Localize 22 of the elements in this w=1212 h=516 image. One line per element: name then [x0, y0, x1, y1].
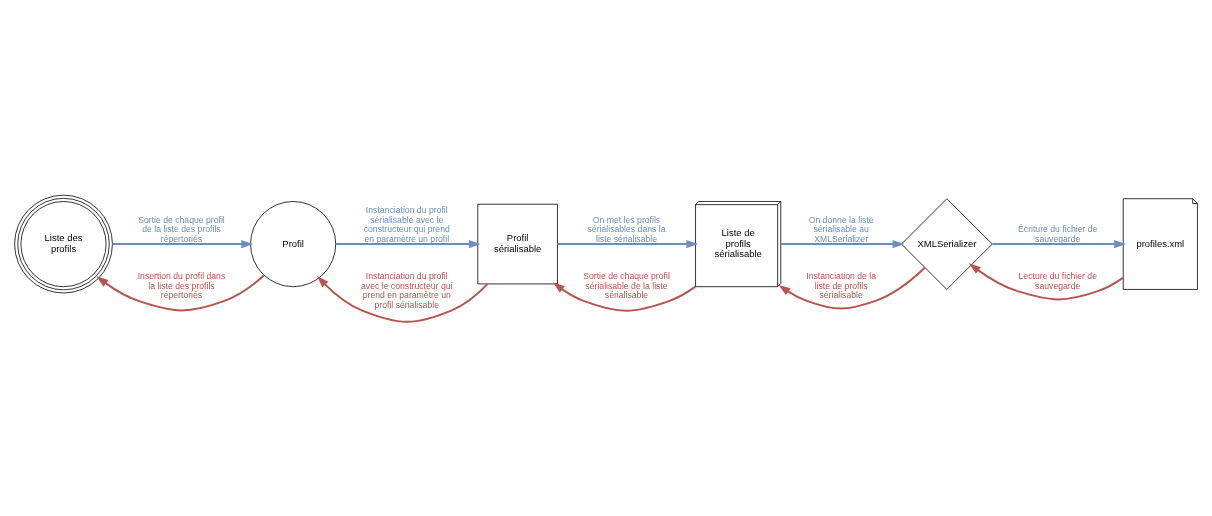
- arrow: [96, 274, 265, 311]
- edge-label: Écriture du fichier de sauvegarde: [1018, 223, 1098, 244]
- arrow: [779, 239, 905, 248]
- edge-label: Lecture du fichier de sauvegarde: [1018, 270, 1097, 291]
- edge-label: On donne la liste sérialisable au XMLSerializer: [808, 214, 874, 244]
- edge-label: On met les profils sérialisables dans la liste sérialisable: [587, 214, 666, 244]
- arrow: [111, 239, 254, 248]
- arrow: [991, 239, 1126, 248]
- edge-label: Instanciation du profil sérialisable avec le constructeur qui prend en paramètre un profil: [363, 204, 450, 244]
- edge-label: Sortie de chaque profil sérialisable de la liste sérialisable: [583, 270, 670, 300]
- node-box: Profil sérialisable: [477, 203, 558, 284]
- arrow: [552, 281, 697, 312]
- edge-label: Instanciation de la liste de profils sérialisable: [806, 270, 877, 300]
- edge-label: Insertion du profil dans la liste des profils répertoriés: [137, 270, 226, 300]
- arrow: [968, 262, 1124, 300]
- arrow: [778, 266, 926, 310]
- node-diamond: XMLSerializer: [901, 197, 993, 290]
- arrow: [556, 239, 699, 248]
- edge-label: Sortie de chaque profil de la liste des profils répertoriés: [138, 214, 225, 244]
- arrow: [317, 275, 489, 323]
- edge-label: Instanciation du profil avec le constructeur qui prend en paramètre un profil sérialisable: [361, 270, 453, 310]
- arrow: [334, 239, 481, 248]
